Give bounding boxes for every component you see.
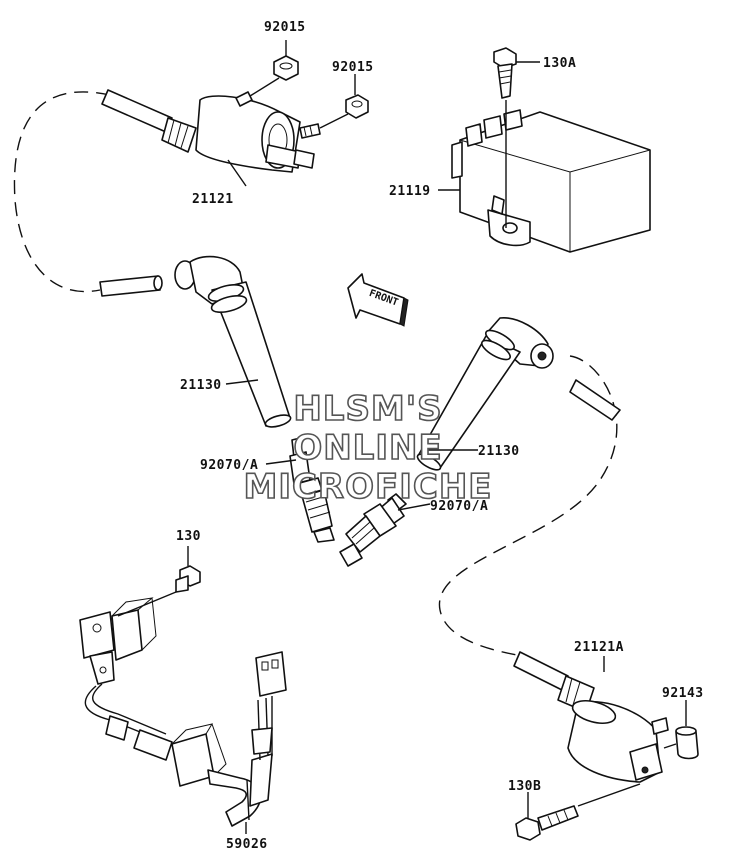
label-92070a-left: 92070/A [200,458,258,473]
ignition-coil-21121 [13,89,321,293]
nut-92015-a [249,40,299,97]
leader-92070a-left [265,459,297,465]
label-21130-right: 21130 [478,444,520,459]
label-21130-left: 21130 [180,378,222,393]
label-92015-b: 92015 [332,60,374,75]
watermark: HLSM'S ONLINE MICROFICHE [243,388,493,508]
leader-21130-left [225,379,259,385]
leader-21121 [227,159,247,187]
label-92070a-right: 92070/A [430,499,488,514]
watermark-line-2: ONLINE [293,428,442,468]
label-130b: 130B [508,779,541,794]
spark-plug-92070a-right [339,493,407,567]
label-92143: 92143 [662,686,704,701]
bolt-130 [117,546,201,617]
cdi-unit-21119 [451,109,651,253]
collar-92143 [663,700,699,760]
ignition-coil-21121a [439,355,669,783]
plug-cap-21130-right [416,317,554,471]
watermark-line-1: HLSM'S [293,389,442,429]
label-21121a: 21121A [574,640,624,655]
nut-92015-b [319,74,369,129]
label-59026: 59026 [226,837,268,852]
label-21121: 21121 [192,192,234,207]
plug-cap-21130-left [99,255,292,428]
label-92015-a: 92015 [264,20,306,35]
label-130: 130 [176,529,201,544]
front-direction-marker: FRONT [347,273,409,327]
watermark-line-3: MICROFICHE [243,467,492,507]
bolt-130b [515,783,641,841]
pickup-coil-59026 [79,597,287,834]
leader-92070a-right [397,503,431,511]
label-130a: 130A [543,56,576,71]
bolt-130a [493,47,540,228]
label-21119: 21119 [389,184,431,199]
